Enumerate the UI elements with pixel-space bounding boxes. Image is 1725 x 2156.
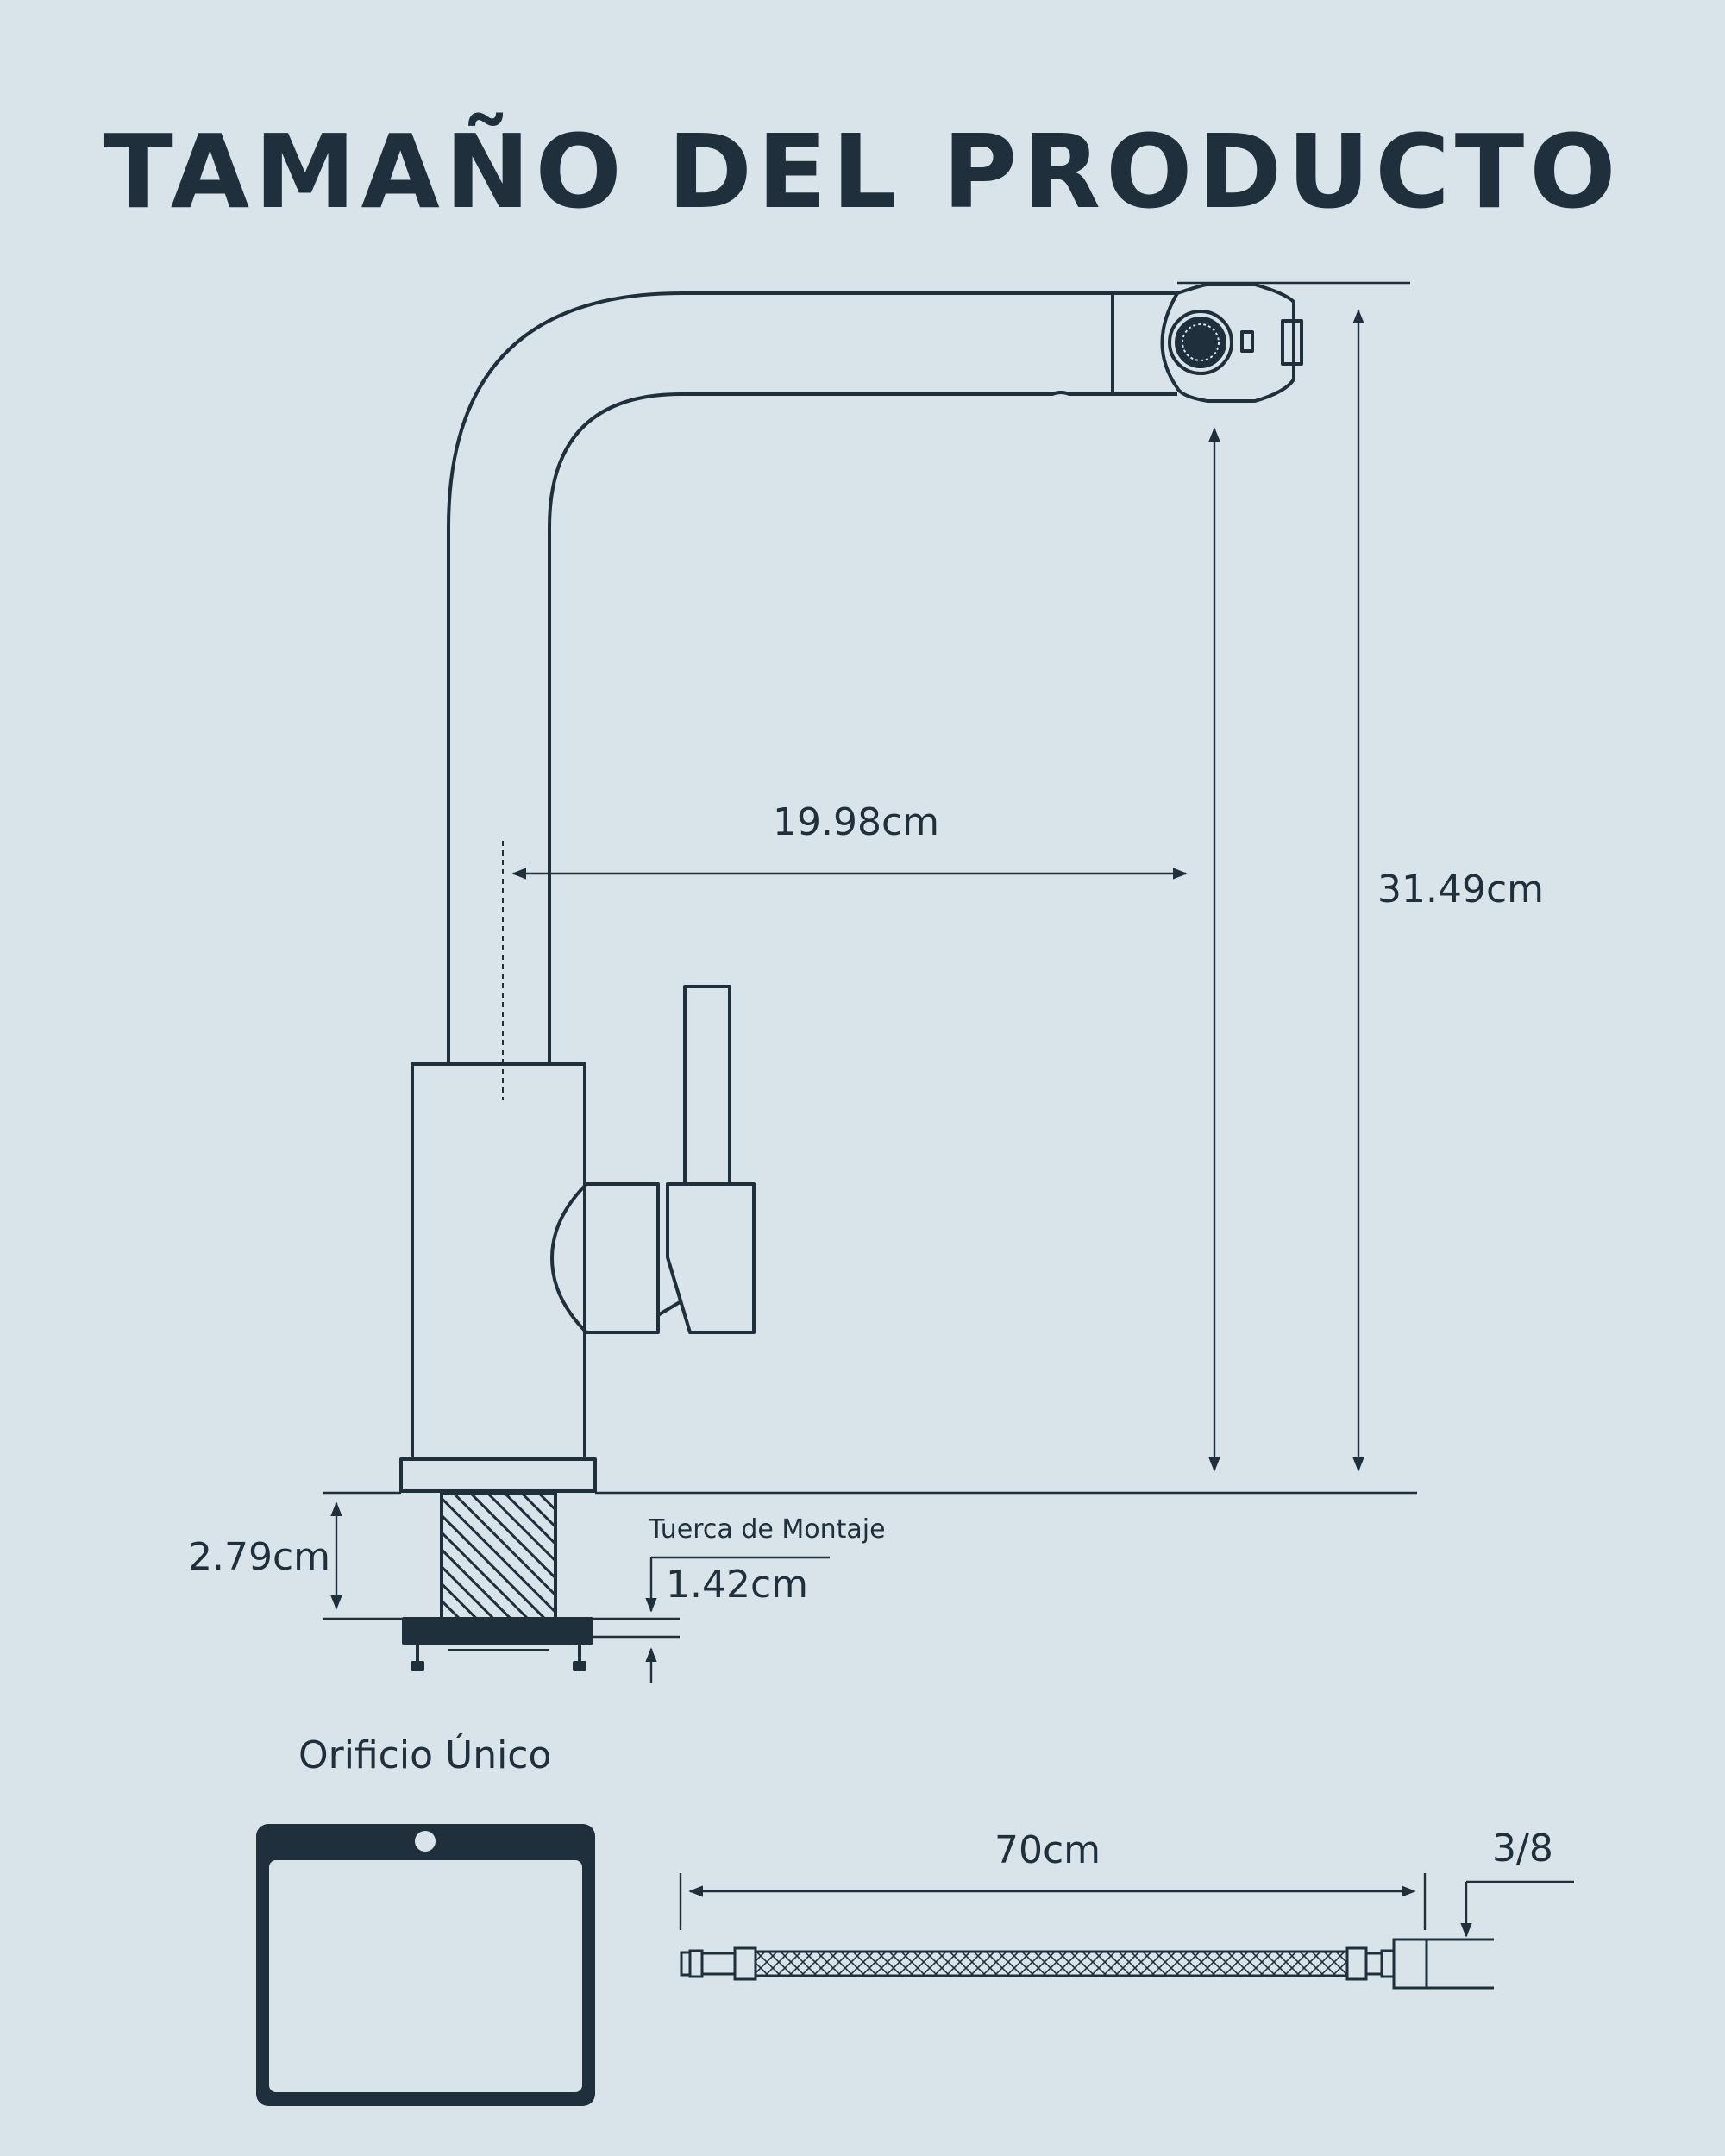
nut-thickness-label: 1.42cm bbox=[666, 1563, 809, 1607]
total-height-label: 31.49cm bbox=[1377, 868, 1545, 912]
mounting-nut-label: Tuerca de Montaje bbox=[649, 1514, 886, 1545]
faucet-handle bbox=[550, 985, 756, 1334]
page-title: TAMAÑO DEL PRODUCTO bbox=[104, 112, 1622, 231]
single-hole-icon bbox=[256, 1824, 595, 2106]
threaded-shank bbox=[440, 1491, 557, 1620]
spout-reach-label: 19.98cm bbox=[773, 800, 940, 844]
faucet-spout bbox=[447, 291, 1177, 1062]
braided-hose bbox=[680, 1938, 1494, 1990]
faucet-body bbox=[411, 1062, 586, 1461]
hose-length-label: 70cm bbox=[994, 1828, 1101, 1872]
hose-thread-label: 3/8 bbox=[1492, 1827, 1553, 1871]
mounting-nut bbox=[402, 1617, 593, 1671]
faucet-base bbox=[399, 1457, 597, 1493]
base-height-label: 2.79cm bbox=[188, 1535, 331, 1579]
single-hole-label: Orificio Único bbox=[298, 1733, 552, 1777]
dimension-lines bbox=[323, 281, 1574, 1938]
aerator-head bbox=[1160, 283, 1303, 403]
